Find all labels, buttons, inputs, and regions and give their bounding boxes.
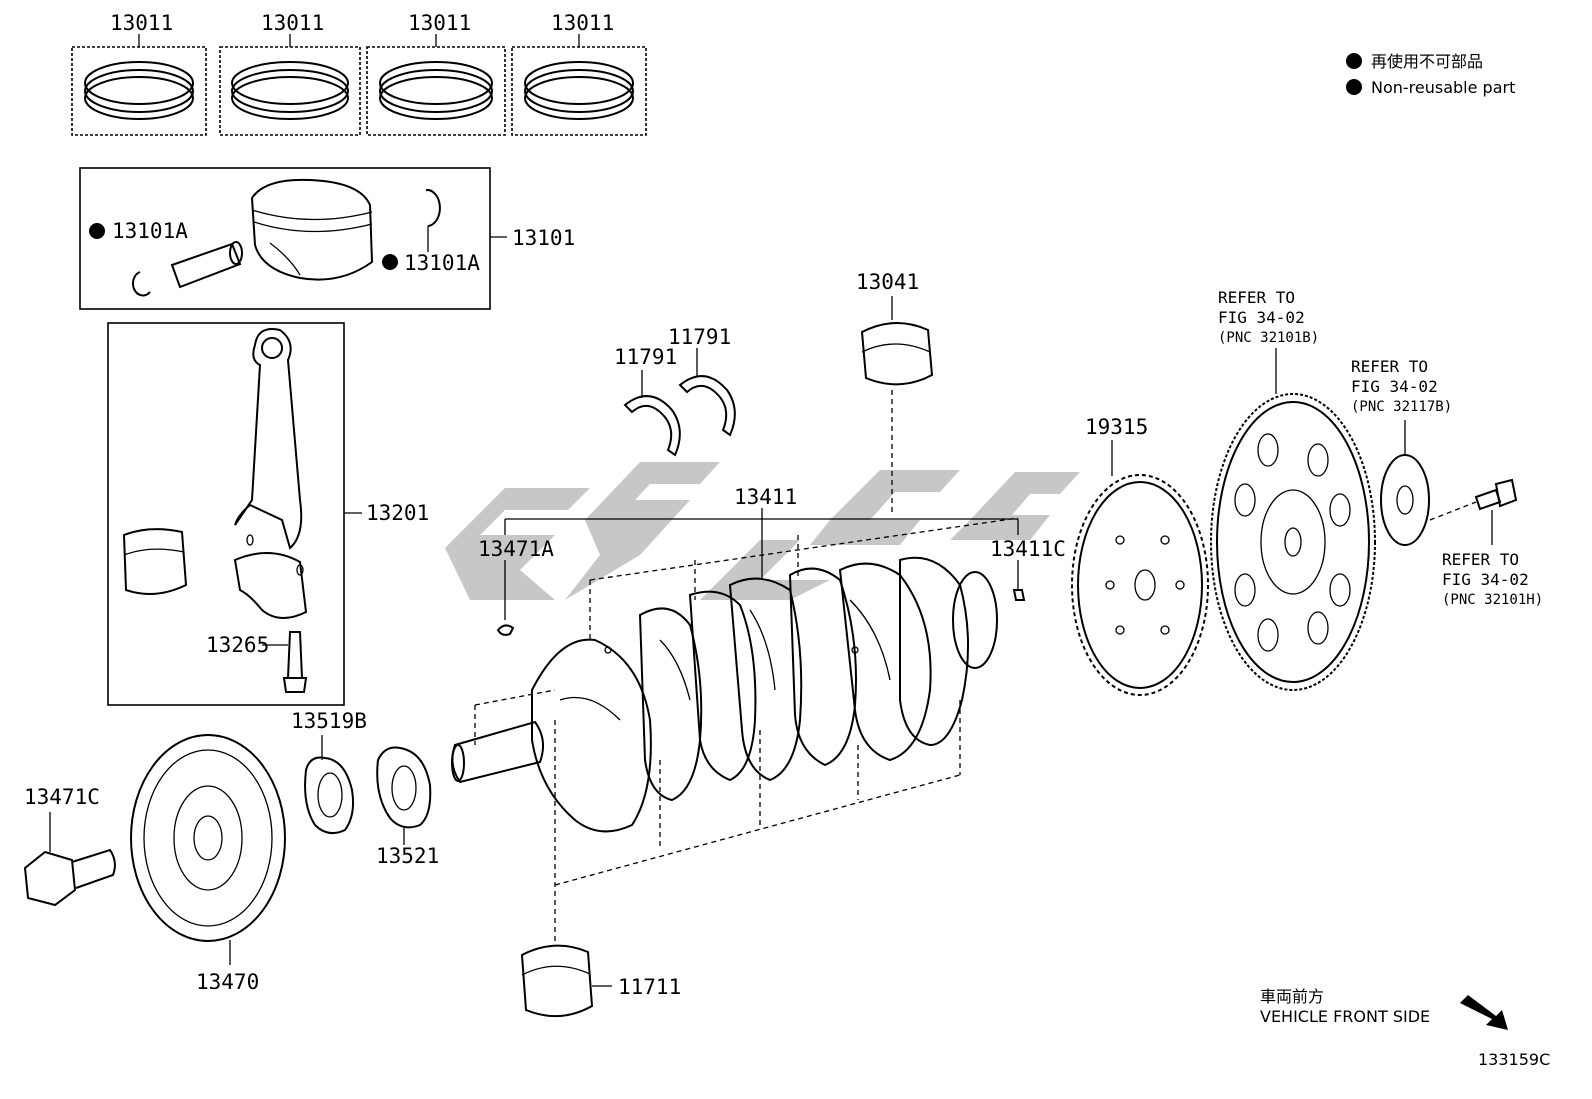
label-crank-bearing-lower: 11711: [618, 975, 681, 999]
ref-flywheel-line3: (PNC 32101B): [1218, 330, 1319, 346]
label-snap-ring-left: 13101A: [112, 219, 188, 243]
ref-spacer-line1: REFER TO: [1351, 357, 1428, 376]
front-note-jp: 車両前方: [1260, 987, 1324, 1006]
timing-gear[interactable]: [376, 746, 432, 846]
legend-jp: 再使用不可部品: [1371, 52, 1483, 71]
legend: 再使用不可部品 Non-reusable part: [1346, 52, 1515, 97]
ref-flywheel-line1: REFER TO: [1218, 288, 1295, 307]
piston-pin[interactable]: [170, 242, 242, 289]
front-direction-note: 車両前方 VEHICLE FRONT SIDE: [1260, 987, 1508, 1030]
figure-id: 133159C: [1478, 1050, 1550, 1069]
crank-key[interactable]: [496, 624, 515, 636]
flywheel-bolt[interactable]: [1429, 478, 1518, 545]
thrust-washer-b[interactable]: [678, 348, 736, 437]
crank-dash-lines: [474, 517, 1019, 945]
label-key-a: 13471A: [478, 537, 554, 561]
rod-cap[interactable]: [233, 551, 308, 619]
front-arrow-icon: [1460, 995, 1508, 1030]
label-conrod-bolt: 13265: [206, 633, 269, 657]
connecting-rod-subassembly[interactable]: [107, 322, 362, 706]
label-timing-gear-b: 13519B: [291, 709, 367, 733]
ref-bolt-line3: (PNC 32101H): [1442, 592, 1543, 608]
label-ring-1: 13011: [110, 11, 173, 35]
drive-plate[interactable]: [1071, 440, 1209, 696]
non-reusable-dot-icon: [89, 223, 105, 239]
label-ring-3: 13011: [408, 11, 471, 35]
ref-spacer-line3: (PNC 32117B): [1351, 399, 1452, 415]
timing-gear-b[interactable]: [304, 735, 355, 835]
pulley-bolt[interactable]: [23, 812, 116, 907]
label-ring-2: 13011: [261, 11, 324, 35]
label-timing-gear: 13521: [376, 844, 439, 868]
label-pulley-bolt: 13471C: [24, 785, 100, 809]
thrust-washer-a[interactable]: [623, 370, 681, 457]
label-crankshaft: 13411: [734, 485, 797, 509]
conrod-bolt[interactable]: [286, 631, 304, 679]
crankshaft-callout: [504, 508, 1019, 620]
piston-ring-set-2[interactable]: [219, 34, 361, 136]
rod-bearing[interactable]: [122, 528, 188, 595]
ref-bolt-line1: REFER TO: [1442, 550, 1519, 569]
crank-bearing-upper[interactable]: [860, 296, 934, 515]
crankshaft[interactable]: [451, 556, 1026, 833]
piston-ring-set-3[interactable]: [366, 34, 506, 136]
label-crank-bearing-upper: 13041: [856, 270, 919, 294]
crank-pulley[interactable]: [130, 734, 286, 965]
flywheel[interactable]: [1210, 348, 1376, 691]
ref-bolt-line2: FIG 34-02: [1442, 570, 1529, 589]
legend-en: Non-reusable part: [1371, 78, 1515, 97]
label-pin-c: 13411C: [990, 537, 1066, 561]
legend-dot-icon: [1346, 53, 1362, 69]
flywheel-reference: REFER TO FIG 34-02 (PNC 32101B): [1218, 288, 1319, 346]
label-ring-4: 13011: [551, 11, 614, 35]
snap-ring-left[interactable]: [132, 271, 151, 297]
flywheel-spacer[interactable]: [1380, 420, 1430, 546]
bolt-reference: REFER TO FIG 34-02 (PNC 32101H): [1442, 550, 1543, 608]
label-thrust-washer-b: 11791: [668, 325, 731, 349]
connecting-rod[interactable]: [234, 328, 303, 550]
front-note-en: VEHICLE FRONT SIDE: [1260, 1007, 1430, 1026]
label-piston-sub: 13101: [512, 226, 575, 250]
non-reusable-dot-icon-2: [382, 254, 398, 270]
snap-ring-right[interactable]: [425, 188, 441, 227]
piston-ring-set-4[interactable]: [511, 34, 647, 136]
legend-dot-icon-2: [1346, 79, 1362, 95]
label-conrod-sub: 13201: [366, 501, 429, 525]
piston-subassembly[interactable]: [79, 167, 507, 310]
piston[interactable]: [250, 178, 374, 281]
label-pulley: 13470: [196, 970, 259, 994]
piston-ring-set-1[interactable]: [71, 34, 207, 136]
ref-flywheel-line2: FIG 34-02: [1218, 308, 1305, 327]
ref-spacer-line2: FIG 34-02: [1351, 377, 1438, 396]
label-snap-ring-right: 13101A: [404, 251, 480, 275]
spacer-reference: REFER TO FIG 34-02 (PNC 32117B): [1351, 357, 1452, 415]
crank-bearing-lower[interactable]: [520, 944, 612, 1018]
label-thrust-washer-a: 11791: [614, 345, 677, 369]
crank-pin[interactable]: [1012, 589, 1026, 601]
label-drive-plate: 19315: [1085, 415, 1148, 439]
